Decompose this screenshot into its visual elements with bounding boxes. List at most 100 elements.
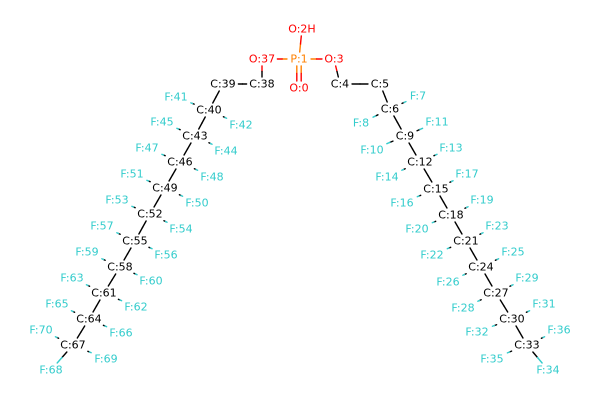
atom-label-f26: F:26	[436, 276, 459, 289]
bond-c46-c49	[168, 174, 174, 182]
atom-label-c64: C:64	[76, 313, 101, 326]
bond-c9-f11	[419, 127, 424, 131]
atom-label-f53: F:53	[105, 194, 128, 207]
bond-c30-f31	[527, 310, 531, 313]
bond-c58-f59	[101, 258, 105, 261]
bond-c33-f34	[536, 356, 543, 364]
bond-c39-c40	[215, 90, 220, 98]
atom-label-f68: F:68	[39, 364, 62, 377]
bond-c58-c61	[107, 279, 113, 287]
atom-label-f32: F:32	[465, 326, 488, 339]
atom-label-f45: F:45	[150, 116, 173, 129]
bond-p1-o2	[299, 35, 302, 45]
atom-label-c12: C:12	[407, 156, 432, 169]
bond-c61-f63	[85, 284, 89, 287]
bond-c40-c43	[198, 122, 203, 130]
bond-c27-c30	[503, 305, 509, 313]
atom-label-f42: F:42	[229, 119, 252, 132]
bond-c5-c6	[384, 95, 388, 103]
atom-label-f11: F:11	[425, 116, 448, 129]
atom-label-f13: F:13	[439, 142, 462, 155]
bond-c12-f14	[401, 168, 405, 171]
bond-c67-f68	[61, 351, 68, 359]
atom-label-f44: F:44	[214, 145, 237, 158]
atom-label-f36: F:36	[547, 324, 570, 337]
bond-c40-f42	[224, 116, 228, 119]
bond-p1-o2	[299, 43, 302, 53]
atom-label-f65: F:65	[45, 298, 68, 311]
bond-c43-c46	[186, 142, 192, 150]
atom-label-c58: C:58	[107, 261, 132, 274]
atom-label-f47: F:47	[135, 142, 158, 155]
bond-c61-f62	[119, 299, 123, 302]
atom-label-c15: C:15	[423, 183, 448, 196]
bond-c39-c40	[212, 96, 217, 104]
bond-c5-c6	[382, 90, 386, 98]
bond-c58-f60	[134, 273, 138, 276]
bond-c18-c21	[454, 221, 460, 229]
bond-c15-c18	[439, 195, 445, 203]
atom-label-c55: C:55	[122, 235, 147, 248]
atom-label-f25: F:25	[501, 246, 524, 259]
bond-c64-c67	[80, 325, 86, 333]
atom-label-f34: F:34	[536, 364, 559, 377]
bond-c15-c18	[442, 201, 448, 209]
bond-c67-f70	[54, 336, 58, 339]
bond-c52-f53	[131, 205, 135, 208]
bond-c12-c15	[427, 174, 433, 183]
atom-label-c52: C:52	[137, 208, 162, 221]
bond-c24-f26	[462, 273, 466, 276]
bond-c64-f65	[70, 310, 74, 313]
atom-label-f56: F:56	[154, 249, 177, 262]
atom-label-o3: O:3	[324, 53, 343, 66]
bond-c18-f19	[465, 206, 469, 209]
atom-label-c30: C:30	[499, 313, 524, 326]
atom-label-f28: F:28	[451, 302, 474, 315]
bond-c33-f34	[532, 351, 539, 359]
bond-c6-f7	[403, 100, 407, 104]
atom-label-f69: F:69	[94, 353, 117, 366]
atom-label-f16: F:16	[390, 197, 413, 210]
atom-label-f19: F:19	[470, 194, 493, 207]
atom-label-f59: F:59	[75, 246, 98, 259]
atom-label-f20: F:20	[405, 223, 428, 236]
atom-label-c9: C:9	[396, 130, 414, 143]
bond-c24-c27	[487, 279, 493, 287]
atom-label-o2: O:2H	[288, 23, 315, 36]
bond-c33-f35	[506, 351, 511, 354]
bond-c43-c46	[183, 148, 189, 156]
bond-c30-c33	[518, 331, 524, 339]
atom-label-c40: C:40	[196, 104, 221, 117]
atom-label-f50: F:50	[185, 197, 208, 210]
atom-label-f62: F:62	[124, 301, 147, 314]
atom-label-o0: O:0	[289, 82, 308, 95]
atom-label-c18: C:18	[438, 209, 463, 222]
atom-label-f23: F:23	[485, 220, 508, 233]
bond-c55-c58	[126, 247, 132, 255]
bond-c43-f44	[209, 142, 213, 145]
bond-c46-c49	[171, 168, 177, 176]
atom-label-f66: F:66	[109, 327, 132, 340]
bond-c9-c12	[411, 148, 417, 156]
bond-c67-f68	[56, 356, 63, 364]
bond-c55-f56	[149, 247, 153, 250]
bond-c52-c55	[138, 226, 144, 235]
bond-c55-c58	[123, 253, 129, 261]
bond-c55-f57	[116, 232, 120, 235]
atom-label-c4: C:4	[331, 78, 349, 91]
bond-c58-c61	[111, 273, 117, 281]
atom-label-f8: F:8	[353, 117, 369, 130]
bond-c15-f16	[416, 195, 420, 198]
atom-label-c43: C:43	[182, 130, 207, 143]
bond-c21-c24	[469, 247, 475, 255]
atom-label-f7: F:7	[410, 90, 426, 103]
bond-c40-f41	[190, 102, 194, 105]
atom-label-f60: F:60	[139, 275, 162, 288]
atom-label-p1: P:1	[290, 53, 307, 66]
bond-c49-f50	[180, 194, 184, 197]
bond-c21-f22	[446, 247, 450, 250]
bond-c9-c12	[408, 142, 414, 150]
